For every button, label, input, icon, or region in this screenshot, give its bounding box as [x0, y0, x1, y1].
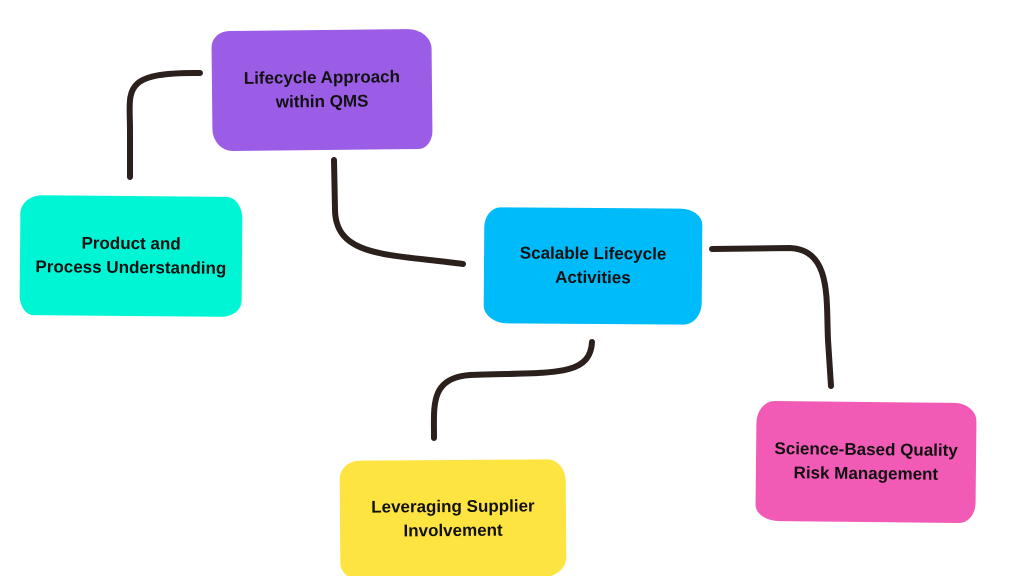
node-supplier-line2: Involvement: [403, 520, 503, 541]
node-supplier-line1: Leveraging Supplier: [371, 496, 535, 517]
node-scalable-line1: Scalable Lifecycle: [519, 243, 667, 264]
node-science-line2: Risk Management: [793, 463, 939, 484]
node-science-line1: Science-Based Quality: [774, 439, 958, 460]
node-scalable-lifecycle-activities: Scalable Lifecycle Activities: [483, 207, 703, 325]
node-leveraging-supplier-involvement: Leveraging Supplier Involvement: [339, 459, 567, 576]
node-lifecycle-approach: Lifecycle Approach within QMS: [211, 28, 433, 152]
connector-lifecycle-product: [126, 69, 203, 180]
node-scalable-line2: Activities: [555, 267, 631, 288]
node-product-line1: Product and: [81, 233, 181, 254]
node-lifecycle-line1: Lifecycle Approach: [243, 67, 401, 88]
node-product-process-understanding: Product and Process Understanding: [19, 195, 243, 317]
connector-scalable-supplier: [430, 339, 595, 441]
node-science-based-quality-risk-management: Science-Based Quality Risk Management: [755, 400, 977, 524]
node-lifecycle-line2: within QMS: [275, 91, 369, 112]
connector-scalable-science: [709, 244, 834, 389]
node-product-line2: Process Understanding: [35, 257, 227, 278]
connector-lifecycle-scalable: [331, 157, 466, 267]
